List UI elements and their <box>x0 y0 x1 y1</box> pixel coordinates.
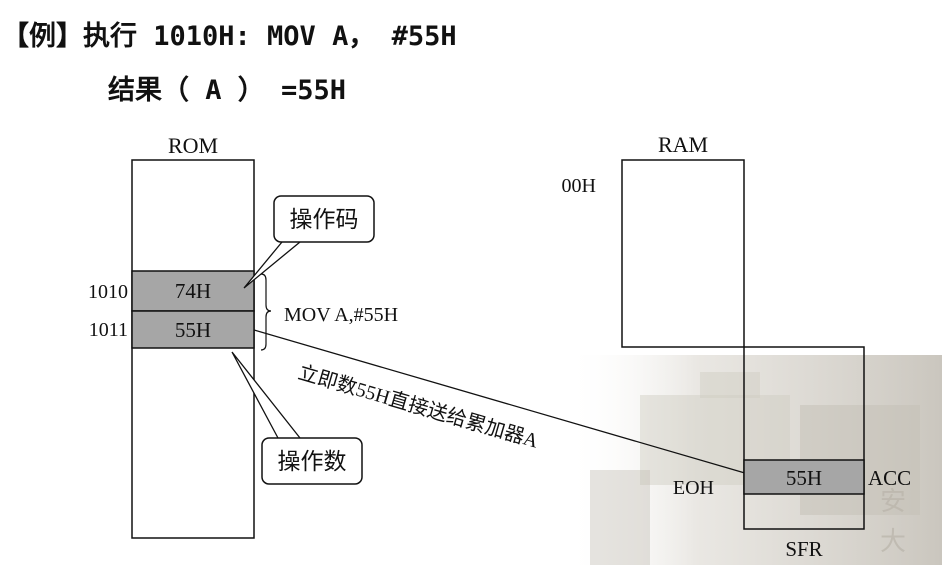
address-1011: 1011 <box>89 319 128 341</box>
opcode-cell-value: 74H <box>175 279 211 303</box>
address-1010: 1010 <box>88 281 128 303</box>
ram-lower-block <box>621 159 745 348</box>
instruction-brace <box>260 273 272 351</box>
operand-callout-text: 操作数 <box>278 449 347 474</box>
opcode-callout <box>273 195 375 243</box>
operand-cell-value: 55H <box>175 318 211 342</box>
operand-callout-pointer <box>231 351 301 439</box>
svg-text:大: 大 <box>880 527 906 556</box>
opcode-callout-pointer <box>243 241 301 289</box>
ram-title: RAM <box>658 132 708 157</box>
rom-title: ROM <box>168 133 218 158</box>
example-heading: 【例】执行 1010H: MOV A， #55H <box>2 21 457 52</box>
operand-callout <box>261 437 363 485</box>
acc-label: ACC <box>868 466 911 490</box>
sfr-block <box>743 346 865 530</box>
opcode-callout-text: 操作码 <box>290 207 359 232</box>
acc-cell-value: 55H <box>786 466 822 490</box>
svg-text:安: 安 <box>880 487 906 516</box>
rom-cell-1010 <box>131 270 255 312</box>
sfr-address: EOH <box>673 477 714 499</box>
campus-watermark: 安 大 <box>565 355 942 565</box>
ram-start-address: 00H <box>562 175 596 197</box>
instruction-label: MOV A,#55H <box>284 304 398 326</box>
acc-cell <box>743 459 865 495</box>
rom-cell-1011 <box>131 310 255 349</box>
result-heading: 结果（ A ） =55H <box>108 75 347 106</box>
rom-block <box>131 159 255 539</box>
sfr-label: SFR <box>785 537 822 561</box>
transfer-arrow <box>253 329 764 481</box>
